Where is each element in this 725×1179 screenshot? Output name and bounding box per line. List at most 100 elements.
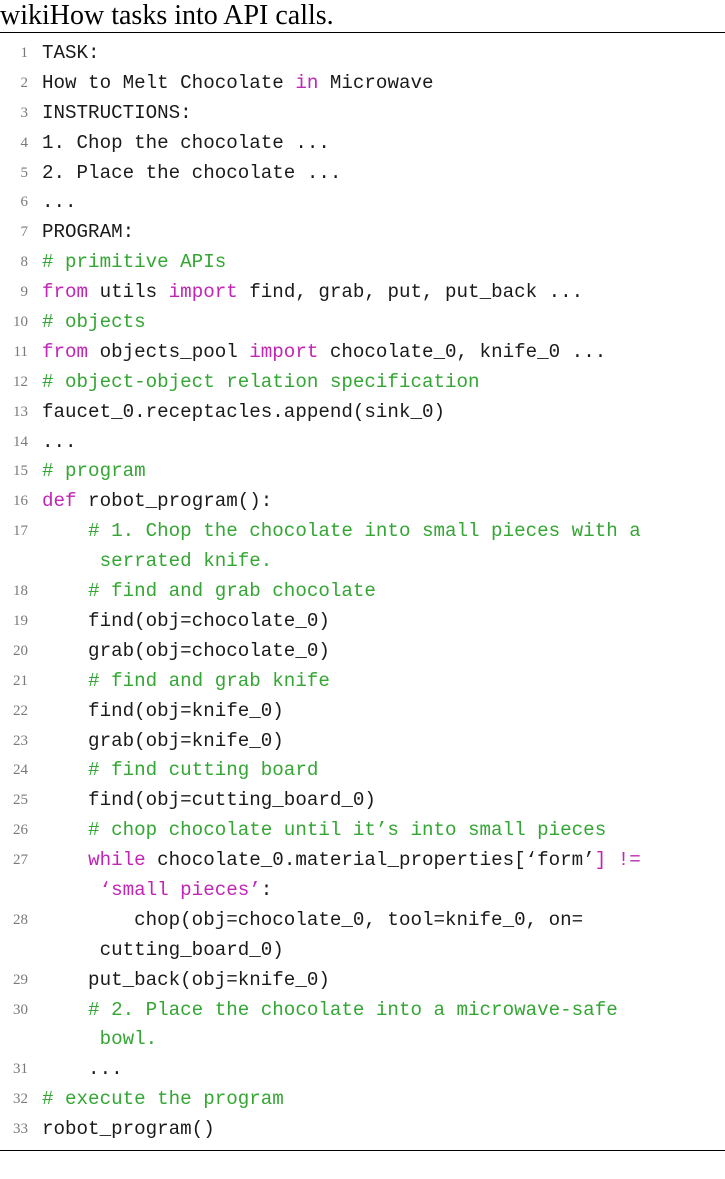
- comment: # objects: [42, 311, 146, 334]
- line-number: 23: [13, 732, 28, 749]
- line-number: 11: [13, 343, 28, 360]
- comment: # find and grab knife: [42, 669, 330, 692]
- line-number: 9: [20, 284, 29, 301]
- line-number: 22: [13, 702, 28, 719]
- code-text: chop(obj=chocolate_0, tool=knife_0, on= …: [42, 908, 584, 961]
- line-number: 5: [20, 164, 29, 181]
- code-text: ...: [42, 430, 77, 453]
- code-text: # find and grab knife: [42, 667, 715, 697]
- line-number: 8: [20, 254, 29, 271]
- code-line: 28 chop(obj=chocolate_0, tool=knife_0, o…: [0, 906, 725, 966]
- code-line: 30 # 2. Place the chocolate into a micro…: [0, 996, 725, 1056]
- code-line: 33 robot_program(): [0, 1115, 725, 1145]
- line-number: 3: [20, 104, 29, 121]
- line-number: 1: [20, 45, 29, 61]
- code-line: 26 # chop chocolate until it’s into smal…: [0, 816, 725, 846]
- code-line: 12 # object-object relation specificatio…: [0, 368, 725, 398]
- code-line: 8 # primitive APIs: [0, 248, 725, 278]
- line-number: 15: [13, 463, 28, 480]
- code-line: 14 ...: [0, 428, 725, 458]
- code-line: 23 grab(obj=knife_0): [0, 727, 725, 757]
- code-text: # 2. Place the chocolate into a microwav…: [42, 996, 715, 1056]
- code-text: How to Melt Chocolate in Microwave: [42, 71, 434, 94]
- line-number: 33: [13, 1121, 28, 1138]
- comment: # object-object relation specification: [42, 370, 480, 393]
- operator: ] !=: [594, 849, 641, 872]
- code-line: 16 def robot_program():: [0, 487, 725, 517]
- code-text: # execute the program: [42, 1085, 715, 1115]
- line-number: 19: [13, 612, 28, 629]
- line-number: 29: [13, 971, 28, 988]
- code-line: 24 # find cutting board: [0, 756, 725, 786]
- code-text: find(obj=knife_0): [42, 699, 284, 722]
- code-text: put_back(obj=knife_0): [42, 968, 330, 991]
- code-text: while chocolate_0.material_properties[‘f…: [42, 849, 641, 901]
- code-line: 4 1. Chop the chocolate ...: [0, 129, 725, 159]
- code-text: find(obj=chocolate_0): [42, 609, 330, 632]
- code-text: def robot_program():: [42, 490, 273, 513]
- bottom-rule: [0, 1150, 725, 1151]
- comment: # 2. Place the chocolate into a microwav…: [42, 998, 618, 1021]
- code-line: 13 faucet_0.receptacles.append(sink_0): [0, 398, 725, 428]
- code-line: 31 ...: [0, 1055, 725, 1085]
- comment: # 1. Chop the chocolate into small piece…: [42, 520, 641, 543]
- code-text: # chop chocolate until it’s into small p…: [42, 816, 715, 846]
- top-rule: [0, 32, 725, 33]
- code-line: 3 INSTRUCTIONS:: [0, 99, 725, 129]
- code-text: # find and grab chocolate: [42, 577, 715, 607]
- keyword: import: [249, 340, 319, 363]
- code-text: ...: [42, 191, 77, 214]
- code-text: # object-object relation specification: [42, 368, 715, 398]
- code-line: 5 2. Place the chocolate ...: [0, 159, 725, 189]
- code-line: 22 find(obj=knife_0): [0, 697, 725, 727]
- code-text: grab(obj=chocolate_0): [42, 639, 330, 662]
- line-number: 30: [13, 1001, 28, 1018]
- line-number: 6: [20, 194, 29, 211]
- line-number: 24: [13, 762, 28, 779]
- keyword: while: [88, 849, 146, 872]
- comment: # program: [42, 460, 146, 483]
- line-number: 4: [20, 134, 29, 151]
- line-number: 32: [13, 1091, 28, 1108]
- code-line: 7 PROGRAM:: [0, 218, 725, 248]
- line-number: 28: [13, 911, 28, 928]
- code-line: 6 ...: [0, 188, 725, 218]
- keyword: def: [42, 490, 77, 513]
- string-literal: ‘small pieces’: [42, 878, 261, 901]
- code-text: 2. Place the chocolate ...: [42, 161, 342, 184]
- code-text: from objects_pool import chocolate_0, kn…: [42, 340, 607, 363]
- line-number: 16: [13, 493, 28, 510]
- code-line: 10 # objects: [0, 308, 725, 338]
- code-text: TASK:: [42, 42, 100, 64]
- code-text: ...: [42, 1058, 123, 1081]
- code-listing: 1 TASK: 2 How to Melt Chocolate in Micro…: [0, 39, 725, 1145]
- comment: # find cutting board: [42, 759, 319, 782]
- code-text: # objects: [42, 308, 715, 338]
- comment: # primitive APIs: [42, 251, 227, 274]
- code-line: 1 TASK:: [0, 39, 725, 69]
- code-text: # primitive APIs: [42, 248, 715, 278]
- code-text: PROGRAM:: [42, 221, 135, 244]
- code-text: robot_program(): [42, 1118, 215, 1141]
- line-number: 7: [20, 224, 29, 241]
- code-text: from utils import find, grab, put, put_b…: [42, 281, 584, 304]
- code-line: 21 # find and grab knife: [0, 667, 725, 697]
- code-line: 9 from utils import find, grab, put, put…: [0, 278, 725, 308]
- line-number: 17: [13, 523, 28, 540]
- code-line: 11 from objects_pool import chocolate_0,…: [0, 338, 725, 368]
- line-number: 27: [13, 852, 28, 869]
- code-line: 2 How to Melt Chocolate in Microwave: [0, 69, 725, 99]
- line-number: 12: [13, 373, 28, 390]
- code-line: 25 find(obj=cutting_board_0): [0, 786, 725, 816]
- line-number: 25: [13, 792, 28, 809]
- comment-continuation: bowl.: [42, 1028, 158, 1051]
- code-text: # find cutting board: [42, 756, 715, 786]
- code-line: 17 # 1. Chop the chocolate into small pi…: [0, 517, 725, 577]
- code-text: grab(obj=knife_0): [42, 729, 284, 752]
- code-line: 32 # execute the program: [0, 1085, 725, 1115]
- code-text: find(obj=cutting_board_0): [42, 789, 376, 812]
- code-line: 18 # find and grab chocolate: [0, 577, 725, 607]
- code-text: INSTRUCTIONS:: [42, 101, 192, 124]
- line-number: 14: [13, 433, 28, 450]
- keyword: from: [42, 281, 89, 304]
